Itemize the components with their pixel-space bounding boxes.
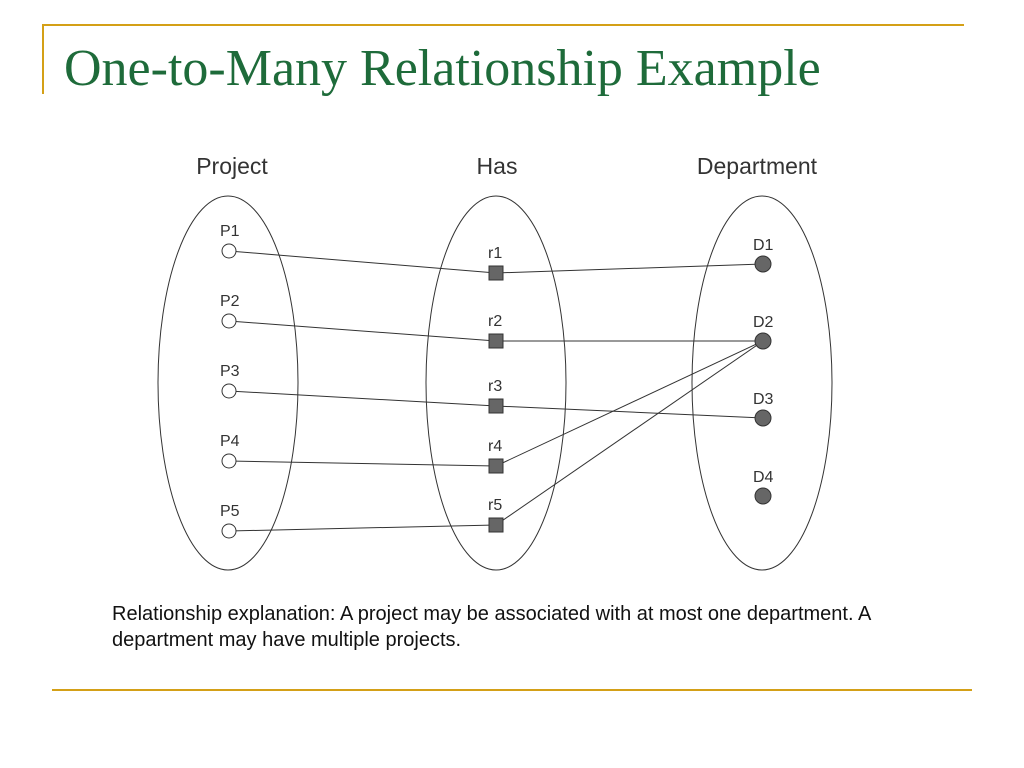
has-set-label: Has	[477, 153, 518, 179]
node-label-r4: r4	[488, 438, 502, 455]
node-label-r2: r2	[488, 313, 502, 330]
node-label-d4: D4	[753, 469, 774, 486]
relationship-explanation: Relationship explanation: A project may …	[112, 603, 871, 651]
edge-p4-r4	[228, 460, 497, 467]
has-set-ellipse	[425, 195, 567, 571]
node-label-r5: r5	[488, 497, 502, 514]
node-label-r1: r1	[488, 245, 502, 262]
node-d2	[754, 332, 772, 350]
node-p2	[221, 313, 237, 329]
department-set-label: Department	[697, 153, 818, 179]
node-labels: P1 P2 P3 P4 P5 r1 r2 r3 r4 r5 D1 D2 D3 D…	[220, 223, 774, 520]
top-rule	[42, 24, 964, 26]
node-p3	[221, 383, 237, 399]
node-r4	[488, 458, 504, 474]
node-label-p4: P4	[220, 433, 240, 450]
relationship-edges	[228, 250, 764, 532]
bottom-rule	[52, 689, 972, 691]
edge-p2-r2	[228, 320, 497, 342]
node-r1	[488, 265, 504, 281]
node-label-d1: D1	[753, 237, 774, 254]
set-ellipses	[157, 195, 833, 571]
node-d4	[754, 487, 772, 505]
node-label-d2: D2	[753, 314, 774, 331]
node-label-d3: D3	[753, 391, 774, 408]
node-r2	[488, 333, 504, 349]
edge-p1-r1	[228, 250, 497, 274]
node-p1	[221, 243, 237, 259]
node-label-p1: P1	[220, 223, 240, 240]
department-set-ellipse	[691, 195, 833, 571]
node-r5	[488, 517, 504, 533]
edge-r1-d1	[495, 263, 764, 274]
node-d3	[754, 409, 772, 427]
project-set-label: Project	[196, 153, 268, 179]
node-label-r3: r3	[488, 378, 502, 395]
node-r3	[488, 398, 504, 414]
project-set-ellipse	[157, 195, 299, 571]
node-d1	[754, 255, 772, 273]
node-label-p3: P3	[220, 363, 240, 380]
edge-r5-d2	[495, 340, 764, 526]
node-p5	[221, 523, 237, 539]
edge-p5-r5	[228, 524, 497, 532]
slide-title: One-to-Many Relationship Example	[64, 40, 821, 97]
edge-r3-d3	[495, 405, 764, 419]
node-label-p2: P2	[220, 293, 240, 310]
edge-r4-d2	[495, 340, 764, 467]
left-rule	[42, 24, 44, 94]
node-p4	[221, 453, 237, 469]
node-label-p5: P5	[220, 503, 240, 520]
set-nodes	[221, 243, 772, 539]
edge-p3-r3	[228, 390, 497, 407]
